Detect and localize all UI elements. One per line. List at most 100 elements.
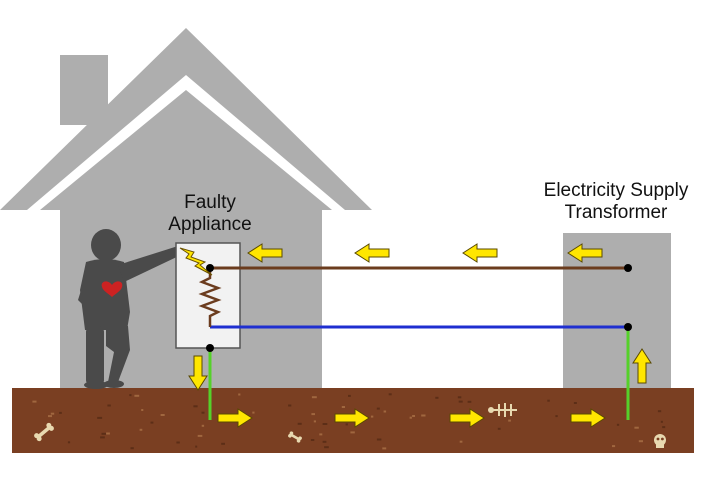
ground-specks (32, 393, 666, 450)
ground-speck (638, 440, 643, 443)
ground-speck (195, 445, 198, 448)
ground-speck (616, 423, 620, 426)
ground-speck (324, 446, 329, 449)
ground-speck (107, 404, 111, 407)
ground-speck (201, 411, 205, 414)
ground-speck (100, 436, 105, 439)
ground-speck (48, 415, 52, 418)
ground-speck (497, 427, 501, 430)
ground-speck (139, 428, 143, 431)
ground-speck (547, 399, 550, 402)
heart-icon (101, 281, 123, 297)
current-arrows (188, 243, 652, 428)
ground-speck (197, 434, 203, 437)
ground-speck (457, 396, 462, 399)
ground-speck (160, 414, 165, 416)
current-arrow-icon (462, 243, 498, 263)
ground-speck (67, 441, 71, 444)
earth-node-appliance (206, 344, 214, 352)
ground-speck (458, 400, 463, 403)
ground-speck (310, 439, 315, 441)
ground-speck (382, 447, 387, 450)
ground-speck (612, 445, 616, 448)
transformer-label-line2: Transformer (564, 202, 668, 223)
bone-icon (34, 422, 54, 442)
current-arrow-icon (334, 408, 370, 428)
current-arrow-icon (632, 348, 652, 384)
ground-speck (345, 423, 348, 426)
ground-speck (141, 409, 144, 411)
current-arrow-icon (449, 408, 485, 428)
transformer-label-line1: Electricity Supply (543, 180, 689, 201)
ground-speck (657, 410, 662, 413)
ground-speck (193, 405, 198, 408)
ground-speck (129, 394, 132, 397)
transformer-label: Electricity Supply Transformer (520, 180, 712, 224)
ground-speck (176, 441, 180, 444)
current-arrow-icon (188, 355, 208, 391)
person-icon (78, 229, 183, 389)
ground-speck (297, 422, 302, 425)
ground-speck (555, 415, 558, 418)
ground-speck (59, 411, 62, 414)
skull-fragment (654, 434, 666, 448)
ground-speck (662, 426, 666, 429)
ground-speck (322, 440, 327, 443)
ground-speck (348, 394, 351, 397)
live-node-transformer (624, 264, 632, 272)
ground-speck (238, 393, 241, 396)
ground-speck (97, 416, 103, 419)
ground-speck (221, 442, 225, 445)
current-arrow-icon (354, 243, 390, 263)
resistor-icon (198, 268, 222, 327)
ground-speck (412, 415, 415, 417)
bones (34, 403, 666, 448)
ground-speck (376, 407, 380, 410)
ground-speck (370, 415, 374, 418)
ground-speck (573, 402, 577, 404)
faulty-appliance-label-line1: Faulty (184, 192, 236, 213)
current-arrow-icon (570, 408, 606, 428)
ground-speck (252, 411, 255, 414)
ground-speck (459, 440, 463, 443)
bone-icon (288, 431, 302, 443)
ground-speck (508, 419, 511, 422)
live-node-appliance (206, 264, 214, 272)
ground-speck (50, 412, 55, 415)
neutral-node-transformer (624, 323, 632, 331)
ground-speck (660, 420, 663, 423)
ground-speck (388, 393, 392, 396)
ground-speck (311, 396, 317, 399)
ground-speck (322, 423, 328, 425)
ground-speck (32, 400, 37, 403)
ground-speck (311, 413, 315, 416)
ground-speck (376, 438, 382, 441)
lightning-spark-icon (179, 247, 213, 276)
current-arrow-icon (217, 408, 253, 428)
ground-speck (467, 400, 472, 403)
ground-speck (150, 421, 154, 424)
ground-speck (313, 420, 316, 423)
house-roof (0, 28, 372, 210)
ground-speck (134, 394, 140, 397)
ground-speck (106, 432, 110, 435)
ground-speck (201, 424, 205, 427)
faulty-appliance-label-line2: Appliance (168, 214, 252, 235)
ground-speck (421, 414, 426, 417)
ground-speck (341, 406, 345, 408)
current-arrow-icon (247, 243, 283, 263)
ground-speck (409, 416, 412, 419)
ground-speck (435, 396, 439, 399)
ground-speck (383, 410, 387, 413)
ground-speck (634, 426, 639, 429)
ground-speck (350, 431, 355, 434)
faulty-appliance-label: Faulty Appliance (150, 192, 270, 236)
ground-speck (288, 404, 292, 407)
current-arrow-icon (567, 243, 603, 263)
ground-speck (101, 432, 107, 435)
ground-speck (130, 447, 134, 450)
ground-speck (319, 433, 323, 436)
skeleton-fragment (488, 403, 517, 417)
